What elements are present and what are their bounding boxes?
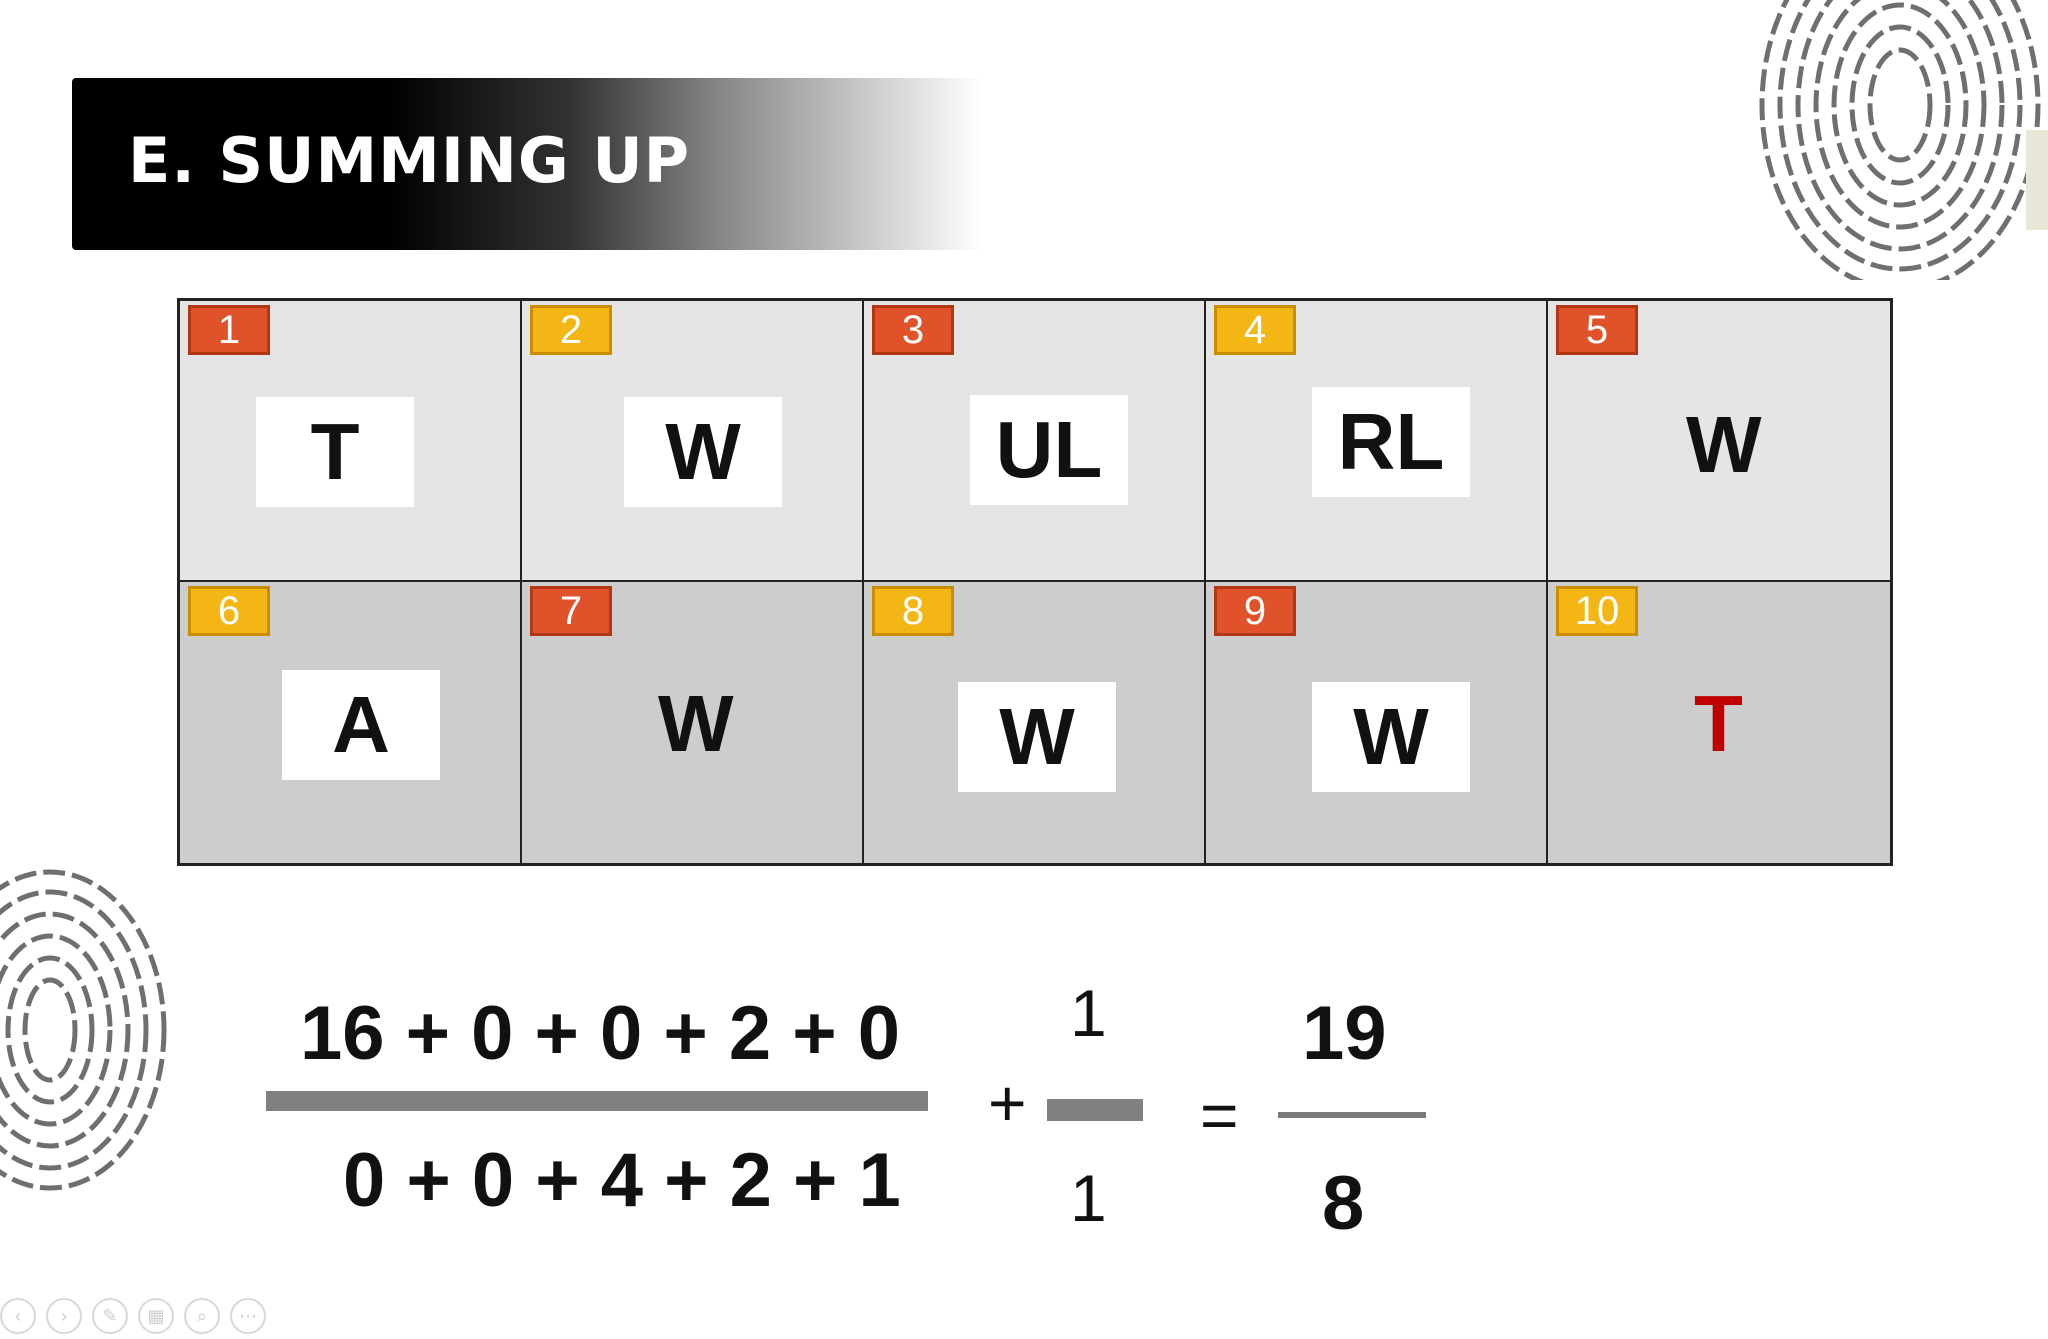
cell-letter-card: UL [970, 395, 1128, 505]
cell-letter-card: W [1312, 682, 1470, 792]
slideshow-controls: ‹ › ✎ ▦ ⌕ ⋯ [0, 1298, 266, 1334]
fraction2-bar [1047, 1099, 1143, 1121]
grid-cell-10: 10 T [1548, 582, 1890, 863]
result-fraction-bar [1278, 1112, 1426, 1118]
cell-number-badge: 2 [530, 305, 612, 355]
equals-sign: = [1200, 1078, 1239, 1152]
pen-icon[interactable]: ✎ [92, 1298, 128, 1334]
cell-number-badge: 3 [872, 305, 954, 355]
cell-number-badge: 8 [872, 586, 954, 636]
cell-letter: W [1686, 400, 1762, 489]
grid-cell-2: 2 W [522, 301, 864, 582]
next-icon[interactable]: › [46, 1298, 82, 1334]
cell-number-badge: 10 [1556, 586, 1638, 636]
more-icon[interactable]: ⋯ [230, 1298, 266, 1334]
cell-letter-card: W [958, 682, 1116, 792]
previous-icon[interactable]: ‹ [0, 1298, 36, 1334]
cell-letter-card: T [256, 397, 414, 507]
cell-letter-card: W [624, 397, 782, 507]
cell-letter: W [658, 679, 734, 768]
cell-number-badge: 6 [188, 586, 270, 636]
page-title: E. SUMMING UP [128, 124, 691, 197]
summary-grid: 1 T 2 W 3 UL 4 RL 5 W 6 A 7 W 8 W 9 W 10… [177, 298, 1893, 866]
equation-denominator: 0 + 0 + 4 + 2 + 1 [343, 1138, 901, 1223]
cell-number-badge: 5 [1556, 305, 1638, 355]
cell-number-badge: 7 [530, 586, 612, 636]
fingerprint-icon [0, 869, 167, 1191]
grid-cell-3: 3 UL [864, 301, 1206, 582]
cell-number-badge: 9 [1214, 586, 1296, 636]
grid-cell-8: 8 W [864, 582, 1206, 863]
zoom-icon[interactable]: ⌕ [184, 1298, 220, 1334]
cell-letter-card: RL [1312, 387, 1470, 497]
result-denominator: 8 [1322, 1161, 1365, 1246]
grid-cell-7: 7 W [522, 582, 864, 863]
grid-cell-6: 6 A [180, 582, 522, 863]
decorative-tab [2026, 130, 2048, 230]
grid-cell-4: 4 RL [1206, 301, 1548, 582]
slides-icon[interactable]: ▦ [138, 1298, 174, 1334]
grid-cell-5: 5 W [1548, 301, 1890, 582]
fraction2-denominator: 1 [1070, 1161, 1107, 1235]
cell-number-badge: 1 [188, 305, 270, 355]
fraction-bar [266, 1091, 928, 1111]
result-numerator: 19 [1302, 991, 1387, 1076]
header-banner [72, 78, 982, 250]
fraction2-numerator: 1 [1070, 976, 1107, 1050]
cell-number-badge: 4 [1214, 305, 1296, 355]
equation-numerator: 16 + 0 + 0 + 2 + 0 [300, 991, 901, 1076]
grid-cell-1: 1 T [180, 301, 522, 582]
cell-letter-highlight: T [1694, 679, 1743, 768]
plus-sign: + [988, 1066, 1027, 1140]
grid-cell-9: 9 W [1206, 582, 1548, 863]
fingerprint-icon [1759, 0, 2041, 280]
cell-letter-card: A [282, 670, 440, 780]
